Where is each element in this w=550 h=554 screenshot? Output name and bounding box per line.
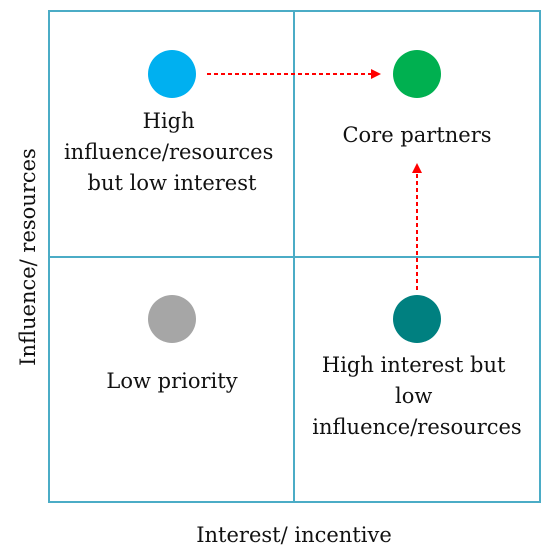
x-axis-label: Interest/ incentive [196, 523, 392, 547]
y-axis-label: Influence/ resources [16, 148, 40, 366]
bottom-right-quadrant-label: High interest but low influence/resource… [312, 353, 521, 439]
top-right-quadrant-label: Core partners [342, 123, 491, 147]
core-partners-dot [393, 50, 441, 98]
bottom-left-label-line-1: Low priority [106, 369, 237, 393]
bottom-right-label-line-2: low [395, 384, 432, 408]
bottom-right-label-line-1: High interest but [322, 353, 506, 377]
high-influence-dot [148, 50, 196, 98]
top-left-quadrant-label: High influence/resources but low interes… [64, 109, 280, 195]
bottom-left-quadrant-label: Low priority [106, 369, 237, 393]
top-left-label-line-2: influence/resources [64, 140, 273, 164]
low-priority-dot [148, 295, 196, 343]
top-left-label-line-1: High [143, 109, 195, 133]
top-left-label-line-3: but low interest [88, 171, 257, 195]
high-interest-dot [393, 295, 441, 343]
bottom-right-label-line-3: influence/resources [312, 415, 521, 439]
top-right-label-line-1: Core partners [342, 123, 491, 147]
